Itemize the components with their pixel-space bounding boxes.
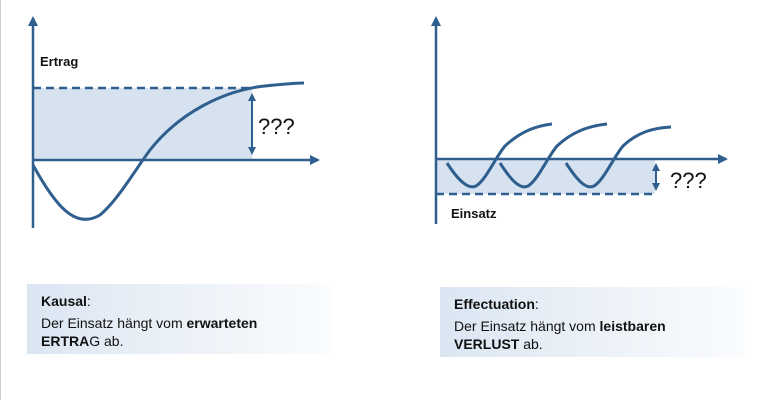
caption-effectuation-text: Der Einsatz hängt vom xyxy=(454,318,600,334)
caption-effectuation-colon: : xyxy=(534,296,539,312)
right-loss-curve-3 xyxy=(564,125,672,189)
left-question-label: ??? xyxy=(258,114,295,139)
right-loss-curve-2 xyxy=(498,122,608,189)
right-loss-curve-1 xyxy=(445,122,553,189)
right-question-label: ??? xyxy=(670,168,707,193)
caption-kausal: Kausal: Der Einsatz hängt vom erwarteten… xyxy=(27,284,331,354)
caption-kausal-title: Kausal xyxy=(41,293,87,309)
caption-effectuation-text-end: ab. xyxy=(519,336,543,352)
caption-kausal-emphasis-2: ERTRA xyxy=(41,333,90,349)
caption-kausal-heading: Kausal: xyxy=(41,292,317,310)
caption-effectuation-emphasis-2: VERLUST xyxy=(454,336,520,352)
right-diagram: Einsatz ??? xyxy=(431,16,728,224)
caption-kausal-text: Der Einsatz hängt vom xyxy=(41,315,187,331)
caption-effectuation-emphasis-1: leistbaren xyxy=(599,318,666,334)
frame-edge xyxy=(0,0,1,400)
caption-kausal-text-end: G ab. xyxy=(89,333,124,349)
caption-kausal-colon: : xyxy=(86,293,91,309)
caption-effectuation-heading: Effectuation: xyxy=(454,295,731,313)
caption-effectuation: Effectuation: Der Einsatz hängt vom leis… xyxy=(440,287,745,357)
caption-kausal-emphasis-1: erwarteten xyxy=(186,315,258,331)
caption-effectuation-title: Effectuation xyxy=(454,296,535,312)
right-axis-label: Einsatz xyxy=(451,206,497,221)
left-return-curve xyxy=(31,81,305,221)
left-y-axis-label: Ertrag xyxy=(40,54,78,69)
left-diagram: Ertrag ??? xyxy=(28,16,320,228)
